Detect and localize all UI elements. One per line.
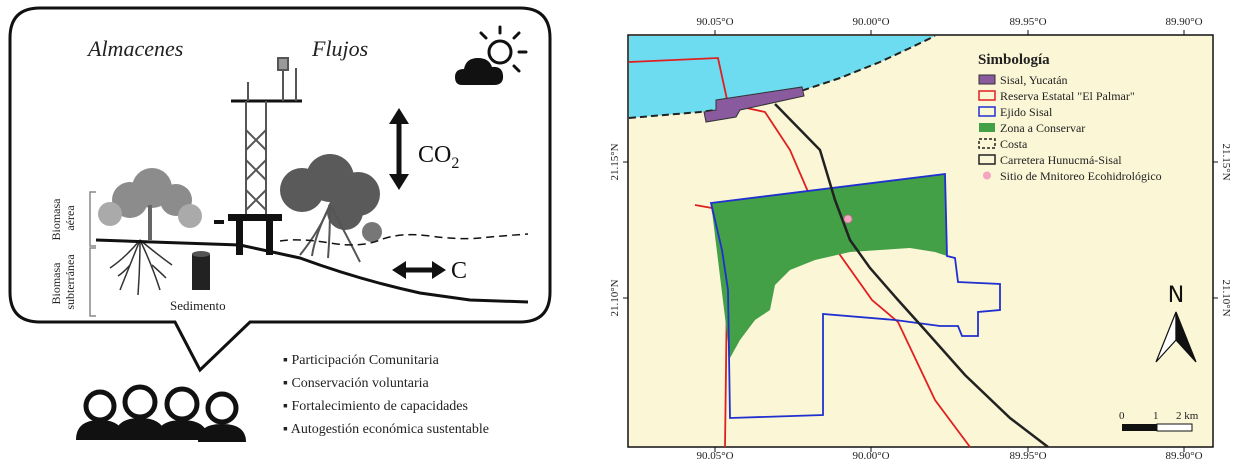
tick-marks — [623, 30, 1218, 452]
carbon-flux-arrow — [392, 261, 446, 279]
mangrove-right — [280, 154, 382, 263]
scale-label: 1 — [1153, 410, 1159, 422]
legend-label: Sisal, Yucatán — [1000, 73, 1068, 87]
top-tick-label: 89.90°O — [1165, 16, 1202, 28]
sisal-town — [703, 86, 805, 123]
community-icon — [76, 384, 246, 442]
fluxes-heading: Flujos — [311, 36, 368, 61]
co2-flux-arrow — [389, 108, 409, 190]
bullet-item: ▪ Participación Comunitaria — [283, 353, 440, 368]
legend-swatch-coast — [978, 138, 996, 149]
bullet-item: ▪ Fortalecimiento de capacidades — [283, 399, 468, 414]
mangrove-left — [98, 168, 202, 240]
top-tick-label: 89.95°O — [1009, 16, 1046, 28]
carbon-label: C — [451, 258, 467, 284]
scale-label: 0 — [1119, 410, 1125, 422]
bottom-tick-label: 89.90°O — [1165, 450, 1202, 461]
bottom-tick-label: 90.05°O — [696, 450, 733, 461]
sea — [629, 36, 935, 118]
legend: Simbología Sisal, Yucatán Reserva Estata… — [978, 52, 1162, 183]
stores-heading: Almacenes — [86, 36, 183, 61]
bottom-tick-label: 89.95°O — [1009, 450, 1046, 461]
ground-line — [95, 238, 529, 304]
conservation-zone — [711, 174, 947, 358]
speech-bubble — [8, 6, 552, 373]
scale-label: 2 km — [1176, 410, 1199, 422]
ejido-boundary — [709, 172, 1001, 419]
top-tick-label: 90.05°O — [696, 16, 733, 28]
legend-title: Simbología — [978, 52, 1050, 68]
legend-swatch-town — [978, 74, 996, 85]
right-tick-label: 21.10°N — [1220, 279, 1232, 316]
legend-label: Ejido Sisal — [1000, 105, 1053, 119]
bottom-tick-label: 90.00°O — [852, 450, 889, 461]
flux-tower — [231, 57, 302, 215]
aboveground-label: Biomasa aérea — [49, 196, 77, 241]
sun-cloud-icon — [455, 25, 528, 85]
left-tick-label: 21.15°N — [609, 143, 621, 180]
legend-label: Costa — [1000, 137, 1028, 151]
sediment-core — [192, 251, 210, 290]
belowground-label: Biomasa subterránea — [49, 254, 77, 310]
monitoring-site — [843, 214, 853, 224]
sediment-label: Sedimento — [170, 298, 226, 313]
left-tick-label: 21.10°N — [609, 279, 621, 316]
north-arrow: N — [1155, 283, 1197, 363]
bullet-list: ▪ Participación Comunitaria ▪ Conservaci… — [283, 353, 489, 437]
water-line — [279, 233, 529, 246]
north-label: N — [1168, 283, 1184, 308]
right-tick-label: 21.15°N — [1220, 143, 1232, 180]
legend-swatch-site — [983, 171, 991, 180]
legend-label: Sitio de Mnitoreo Ecohidrológico — [1000, 169, 1162, 183]
conceptual-diagram: Almacenes Flujos CO2 C Biomasa aérea Bio — [8, 6, 552, 442]
legend-swatch-ejido — [978, 106, 996, 117]
boardwalk — [214, 214, 282, 255]
coastline — [628, 35, 936, 119]
legend-label: Reserva Estatal "El Palmar" — [1000, 89, 1135, 103]
legend-label: Carretera Hunucmá-Sisal — [1000, 153, 1122, 167]
road — [774, 103, 1049, 448]
scale-bar: 0 1 2 km — [1119, 410, 1199, 432]
legend-label: Zona a Conservar — [1000, 121, 1085, 135]
top-tick-label: 90.00°O — [852, 16, 889, 28]
bullet-item: ▪ Conservación voluntaria — [283, 376, 429, 391]
site-map: 90.05°O 90.00°O 89.95°O 89.90°O 90.05°O … — [609, 16, 1232, 461]
legend-swatch-conserve — [979, 123, 995, 132]
legend-swatch-reserve — [978, 90, 996, 101]
co2-label: CO2 — [418, 142, 459, 172]
bullet-item: ▪ Autogestión económica sustentable — [283, 422, 489, 437]
legend-swatch-road — [978, 154, 996, 165]
